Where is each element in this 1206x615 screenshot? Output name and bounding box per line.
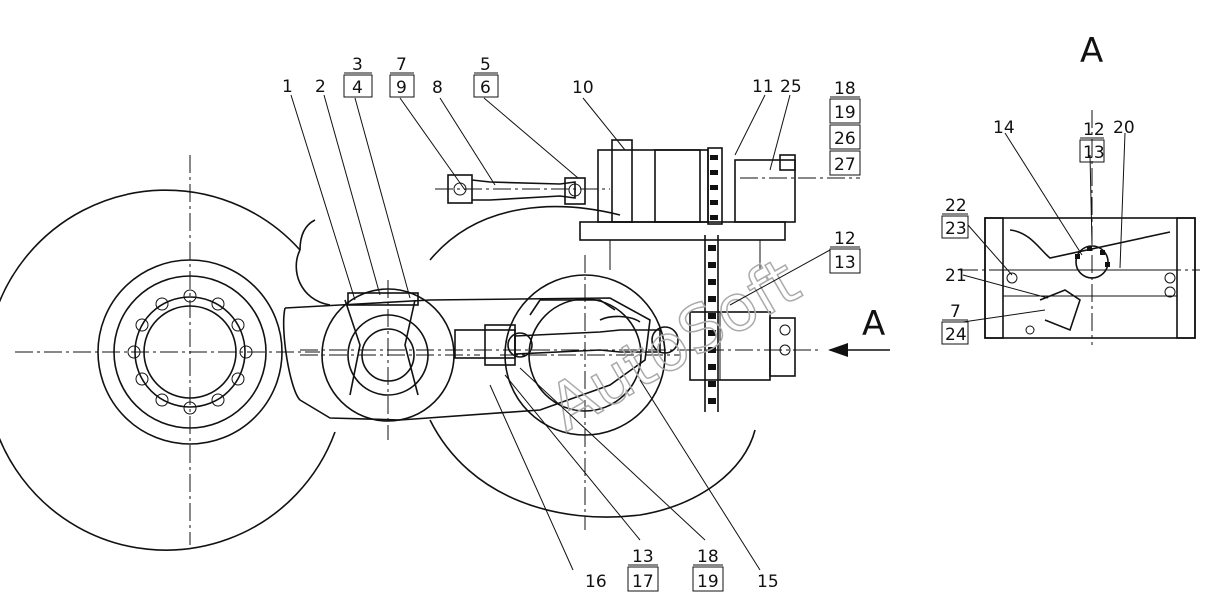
callout: 3 (352, 55, 363, 75)
callout: 14 (993, 118, 1015, 138)
callout: 19 (697, 572, 719, 592)
callout: 1 (282, 77, 293, 97)
rear-wheel (429, 205, 756, 530)
callout: 13 (632, 547, 654, 567)
wheel-assembly (0, 155, 336, 551)
callout: 18 (697, 547, 719, 567)
callout: 21 (945, 266, 967, 286)
cardan-shaft-upper (435, 174, 610, 205)
callout: 2 (315, 77, 326, 97)
callout: 9 (396, 78, 407, 98)
view-label: A (1080, 31, 1103, 71)
detail-gear-teeth (1075, 246, 1110, 267)
callout: 13 (834, 253, 856, 273)
callout: 12 (834, 229, 856, 249)
wheel-bolts (127, 289, 253, 415)
callout: 24 (945, 325, 967, 345)
callout: 19 (834, 103, 856, 123)
callout: 17 (632, 572, 654, 592)
upper-gearbox (579, 139, 796, 270)
callout: 6 (480, 78, 491, 98)
lower-gearbox (689, 235, 796, 412)
callout: 27 (834, 155, 856, 175)
callout: 7 (950, 302, 961, 322)
callout: 8 (432, 78, 443, 98)
arrow-label: A (862, 304, 885, 344)
gear-teeth-upper (710, 155, 718, 220)
callout: 10 (572, 78, 594, 98)
callout: 18 (834, 79, 856, 99)
callout-underlines (343, 72, 861, 592)
callout: 15 (757, 572, 779, 592)
view-arrow: A (828, 304, 890, 357)
balancer-arm (282, 280, 651, 440)
callout: 11 (752, 77, 774, 97)
callout: 22 (945, 196, 967, 216)
callout: 26 (834, 129, 856, 149)
callout: 4 (352, 78, 363, 98)
detail-view-a: A 14 12 13 (941, 31, 1200, 345)
callout: 7 (396, 55, 407, 75)
callout: 5 (480, 55, 491, 75)
cardan-shaft-lower (454, 299, 679, 366)
callouts-main: 1 2 3 4 7 9 8 5 6 10 11 25 18 19 26 27 1… (282, 55, 856, 592)
callout: 13 (1083, 143, 1105, 163)
leader-lines (290, 94, 831, 571)
callout: 25 (780, 77, 802, 97)
callout: 16 (585, 572, 607, 592)
callout: 23 (945, 219, 967, 239)
callout: 20 (1113, 118, 1135, 138)
callout: 12 (1083, 120, 1105, 140)
